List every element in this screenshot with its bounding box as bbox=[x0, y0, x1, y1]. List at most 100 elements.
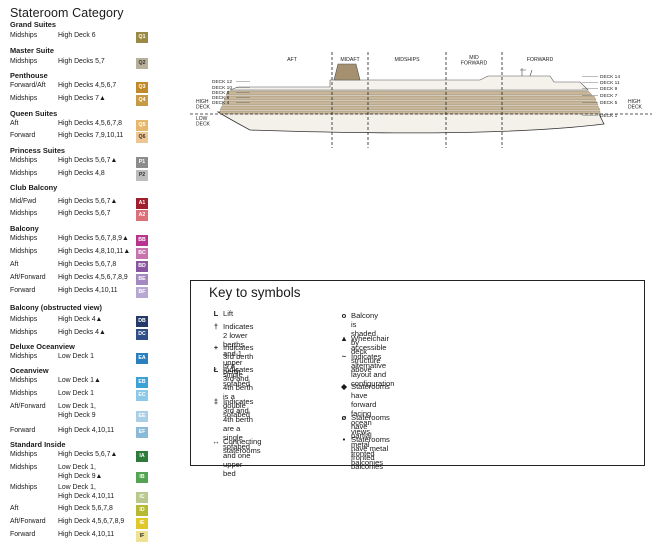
category-code-swatch: Q5 bbox=[136, 120, 148, 131]
ship-section-label: MIDAFT bbox=[340, 57, 360, 63]
deck-label-left: DECK 6 bbox=[212, 95, 230, 101]
ship-mast bbox=[520, 68, 533, 77]
category-row: Midships High Decks 4,8 P2 bbox=[10, 170, 150, 182]
row-decks: High Decks 4,8 bbox=[58, 170, 105, 177]
category-code-swatch: A1 bbox=[136, 198, 148, 209]
metal-balcony-icon: • bbox=[342, 435, 346, 444]
row-location: Forward bbox=[10, 427, 36, 434]
category-row: Aft/Forward Low Deck 1,High Deck 9 EE bbox=[10, 403, 150, 422]
row-location: Midships bbox=[10, 484, 38, 491]
row-decks: High Decks 5,6,7▲ bbox=[58, 157, 118, 164]
row-decks: High Decks 4▲ bbox=[58, 329, 106, 336]
row-decks: High Decks 5,6,7▲ bbox=[58, 451, 118, 458]
category-code-swatch: DC bbox=[136, 329, 148, 340]
category-heading: Master Suite bbox=[10, 46, 54, 55]
row-location: Midships bbox=[10, 248, 38, 255]
category-code-swatch: EF bbox=[136, 427, 148, 438]
category-code-swatch: BB bbox=[136, 235, 148, 246]
category-code-swatch: Q6 bbox=[136, 132, 148, 143]
category-heading: Grand Suites bbox=[10, 20, 56, 29]
category-code-swatch: P2 bbox=[136, 170, 148, 181]
category-code-swatch: Q2 bbox=[136, 58, 148, 69]
alternative-layout-icon: ~ bbox=[341, 352, 347, 361]
lift-icon: L bbox=[213, 309, 219, 318]
category-code-swatch: A2 bbox=[136, 210, 148, 221]
deck-label-left: DECK 10 bbox=[212, 85, 232, 91]
row-decks: High Decks 4,5,6,7 bbox=[58, 82, 117, 89]
category-row: Mid/Fwd High Decks 5,6,7▲ A1 bbox=[10, 198, 150, 210]
ship-section-label: MIDSHIPS bbox=[394, 57, 420, 63]
category-row: Aft High Decks 4,5,6,7,8 Q5 bbox=[10, 120, 150, 132]
category-code-swatch: BE bbox=[136, 274, 148, 285]
category-code-swatch: BC bbox=[136, 248, 148, 259]
shaded-balcony-icon: o bbox=[341, 311, 347, 320]
row-decks: High Decks 7,9,10,11 bbox=[58, 132, 124, 139]
deck-label-right: DECK 1 bbox=[600, 113, 618, 119]
row-location: Aft bbox=[10, 120, 19, 127]
key-item-text: Wheelchair accessible bbox=[351, 334, 389, 352]
category-code-swatch: IA bbox=[136, 451, 148, 462]
row-decks: High Decks 4,5,6,7,8 bbox=[58, 120, 122, 127]
deck-label-left: DECK 8 bbox=[212, 90, 230, 96]
row-decks: High Decks 5,6,7,8,9▲ bbox=[58, 235, 129, 242]
row-decks: High Decks 4,10,11 bbox=[58, 287, 118, 294]
row-decks: High Deck 4,10,11 bbox=[58, 531, 115, 538]
row-location: Midships bbox=[10, 95, 38, 102]
category-heading: Oceanview bbox=[10, 366, 49, 375]
row-location: Aft/Forward bbox=[10, 403, 46, 410]
category-code-swatch: EE bbox=[136, 411, 148, 422]
row-location: Midships bbox=[10, 377, 38, 384]
deck-label-right: DECK 7 bbox=[600, 93, 618, 99]
legend-title: Stateroom Category bbox=[10, 6, 124, 20]
row-location: Aft/Forward bbox=[10, 518, 46, 525]
ship-section-label: FORWARD bbox=[527, 57, 554, 63]
row-decks: High Decks 7▲ bbox=[58, 95, 106, 102]
row-decks: High Decks 5,6,7▲ bbox=[58, 198, 118, 205]
category-heading: Princess Suites bbox=[10, 146, 66, 155]
row-location: Aft/Forward bbox=[10, 274, 46, 281]
row-decks: High Decks 5,6,7,8 bbox=[58, 261, 117, 268]
category-heading: Balcony (obstructed view) bbox=[10, 303, 102, 312]
row-location: Midships bbox=[10, 210, 38, 217]
row-decks: High Deck 5,6,7,8 bbox=[58, 505, 113, 512]
row-decks: High Deck 6 bbox=[58, 32, 96, 39]
row-location: Midships bbox=[10, 58, 38, 65]
forward-view-icon: ◆ bbox=[341, 382, 347, 391]
double-sofabed-icon: Ł bbox=[213, 365, 219, 374]
category-code-swatch: DB bbox=[136, 316, 148, 327]
single-sofabed-icon: + bbox=[213, 343, 219, 352]
row-location: Mid/Fwd bbox=[10, 198, 37, 205]
row-decks: High Decks 4,5,6,7,8,9 bbox=[58, 274, 128, 281]
category-heading: Queen Suites bbox=[10, 109, 58, 118]
category-code-swatch: Q1 bbox=[136, 32, 148, 43]
category-row: Midships High Decks 5,6,7▲ IA bbox=[10, 451, 150, 463]
category-heading: Balcony bbox=[10, 224, 39, 233]
row-location: Midships bbox=[10, 451, 38, 458]
row-decks: High Deck 4▲ bbox=[58, 316, 103, 323]
row-location: Forward bbox=[10, 531, 36, 538]
wheelchair-icon: ▲ bbox=[340, 334, 348, 343]
category-heading: Deluxe Oceanview bbox=[10, 342, 75, 351]
ship-superstructure bbox=[229, 75, 589, 91]
row-decks: Low Deck 1,High Deck 9 bbox=[58, 403, 96, 419]
row-location: Midships bbox=[10, 170, 38, 177]
